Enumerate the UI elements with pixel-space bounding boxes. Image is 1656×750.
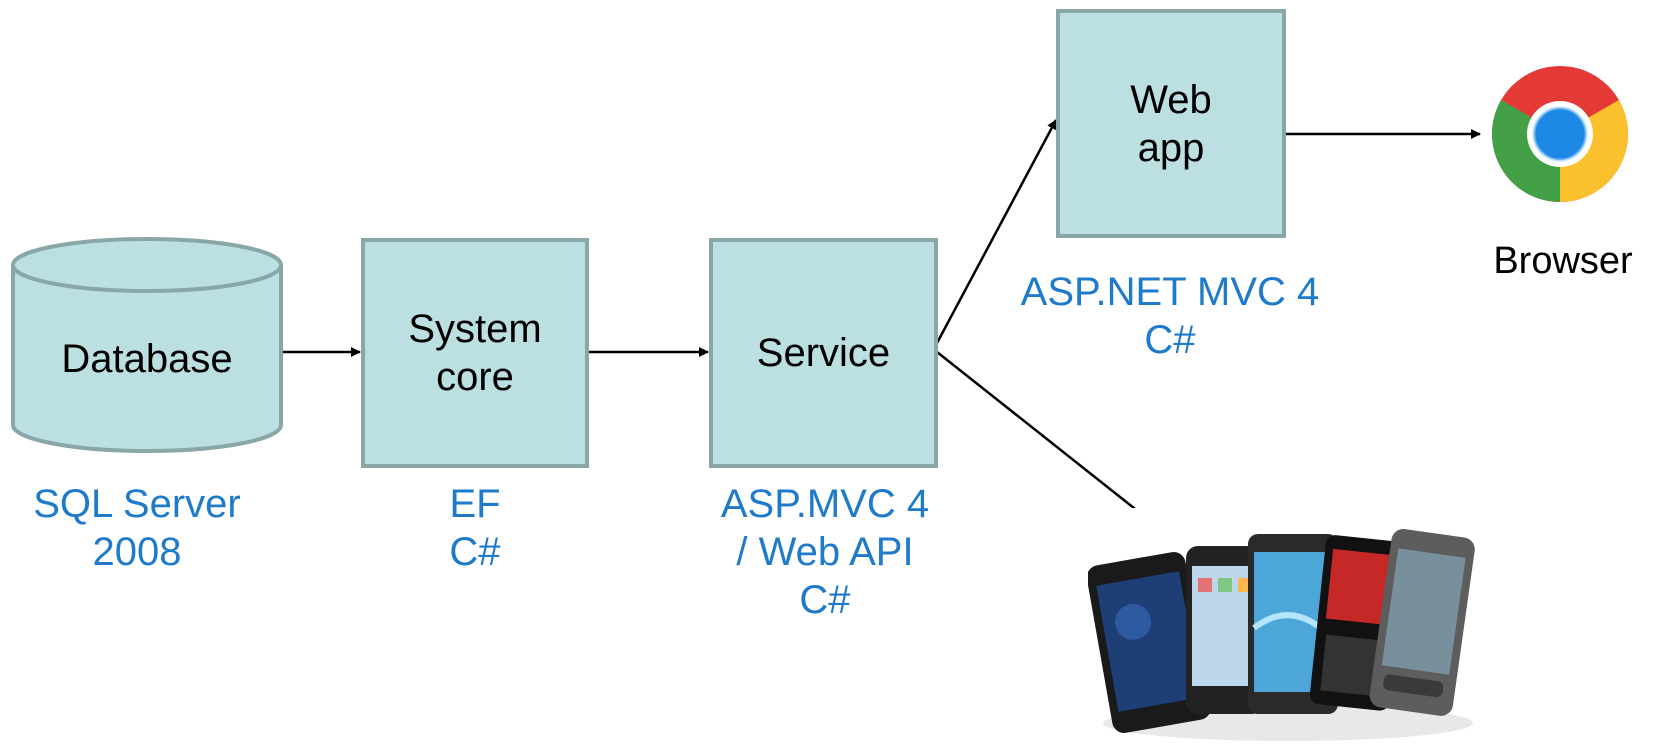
service-node: Service <box>709 238 938 468</box>
web-app-label-line2: app <box>1137 125 1205 170</box>
system-core-tech-line1: EF <box>449 482 501 526</box>
service-tech-line2: / Web API <box>736 530 914 574</box>
chrome-logo-icon <box>1491 66 1629 202</box>
database-tech-label: SQL Server 2008 <box>0 480 274 576</box>
mobile-devices-image <box>1086 508 1478 745</box>
web-app-tech-line2: C# <box>1144 318 1196 362</box>
system-core-label-line2: core <box>436 355 514 399</box>
database-tech-line1: SQL Server <box>33 482 241 526</box>
database-cylinder-icon <box>11 237 283 453</box>
browser-node: Browser <box>1470 60 1656 300</box>
service-tech-line3: C# <box>799 578 851 622</box>
service-tech-label: ASP.MVC 4 / Web API C# <box>680 480 970 624</box>
browser-label: Browser <box>1493 240 1633 282</box>
service-label: Service <box>756 331 891 375</box>
system-core-tech-line2: C# <box>449 530 501 574</box>
database-tech-line2: 2008 <box>92 530 182 574</box>
system-core-label-line1: System <box>408 307 542 351</box>
web-app-node: Web app <box>1056 9 1286 238</box>
web-app-tech-line1: ASP.NET MVC 4 <box>1020 270 1320 314</box>
service-tech-line1: ASP.MVC 4 <box>720 482 930 526</box>
database-label: Database <box>61 337 233 381</box>
web-app-tech-label: ASP.NET MVC 4 C# <box>990 268 1350 364</box>
arrow-service-to-mobile <box>936 351 1169 536</box>
system-core-node: System core <box>361 238 589 468</box>
arrow-service-to-webapp <box>935 119 1058 344</box>
smartphones-icon <box>1086 508 1478 745</box>
database-node: Database <box>10 237 284 455</box>
system-core-tech-label: EF C# <box>361 480 589 576</box>
web-app-label-line1: Web <box>1130 77 1212 122</box>
